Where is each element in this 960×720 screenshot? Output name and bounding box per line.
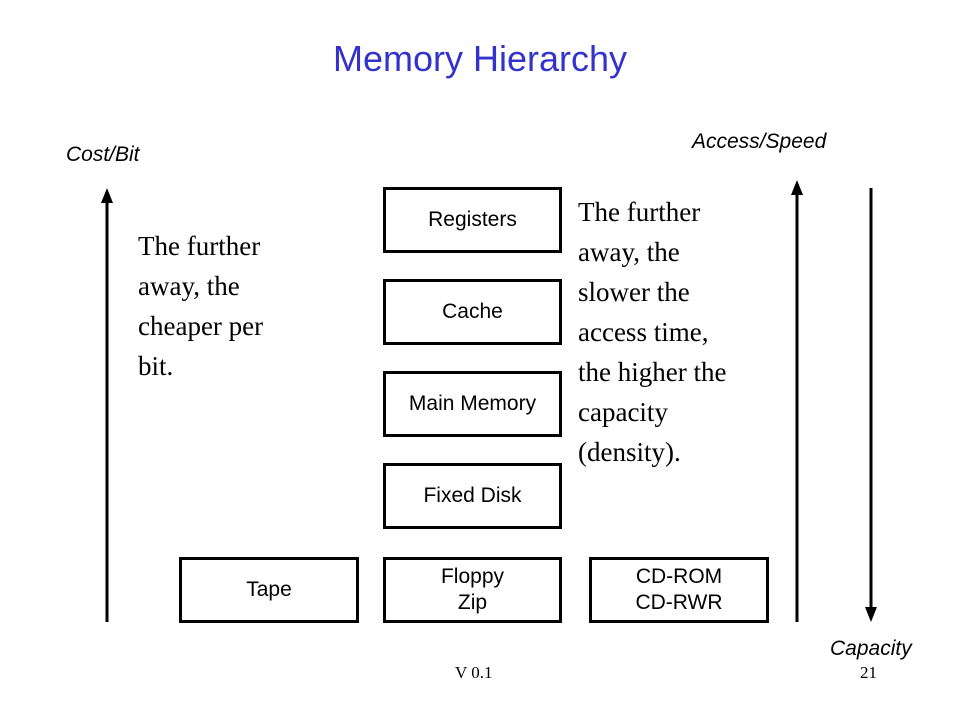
right-note-line: away, the <box>578 237 680 267</box>
right-note-line: The further <box>578 197 701 227</box>
slide-title: Memory Hierarchy <box>332 38 628 79</box>
right-note: The further away, the slower the access … <box>578 192 726 472</box>
cdrwr-label: CD-RWR <box>635 591 723 614</box>
capacity-label: Capacity <box>830 637 912 660</box>
right-note-line: capacity <box>578 397 668 427</box>
left-note-line: The further <box>138 231 261 261</box>
left-note-line: bit. <box>138 351 174 381</box>
right-note-line: access time, <box>578 317 709 347</box>
cache-box: Cache <box>383 279 562 345</box>
access-speed-label: Access/Speed <box>692 130 827 153</box>
right-note-line: (density). <box>578 437 681 467</box>
registers-label: Registers <box>428 208 517 231</box>
registers-box: Registers <box>383 187 562 253</box>
floppy-zip-box: Floppy Zip <box>383 557 562 623</box>
access-arrowhead <box>791 180 803 195</box>
left-note-line: away, the <box>138 271 240 301</box>
right-note-line: slower the <box>578 277 690 307</box>
cdrom-box: CD-ROM CD-RWR <box>589 557 769 623</box>
left-note: The further away, the cheaper per bit. <box>138 226 263 386</box>
cdrom-label: CD-ROM <box>635 565 723 588</box>
capacity-arrowhead <box>865 607 877 622</box>
cost-bit-label: Cost/Bit <box>66 143 140 166</box>
main-memory-box: Main Memory <box>383 371 562 437</box>
tape-box: Tape <box>179 557 359 623</box>
page-number: 21 <box>860 663 877 682</box>
tape-label: Tape <box>246 578 292 601</box>
cache-label: Cache <box>442 300 503 323</box>
fixed-disk-label: Fixed Disk <box>423 484 522 507</box>
cost-arrowhead <box>101 188 113 203</box>
version-footer: V 0.1 <box>455 663 493 682</box>
fixed-disk-box: Fixed Disk <box>383 463 562 529</box>
right-note-line: the higher the <box>578 357 727 387</box>
main-memory-label: Main Memory <box>408 392 537 415</box>
left-note-line: cheaper per <box>138 311 264 341</box>
floppy-label: Floppy <box>440 565 505 588</box>
zip-label: Zip <box>457 591 488 614</box>
